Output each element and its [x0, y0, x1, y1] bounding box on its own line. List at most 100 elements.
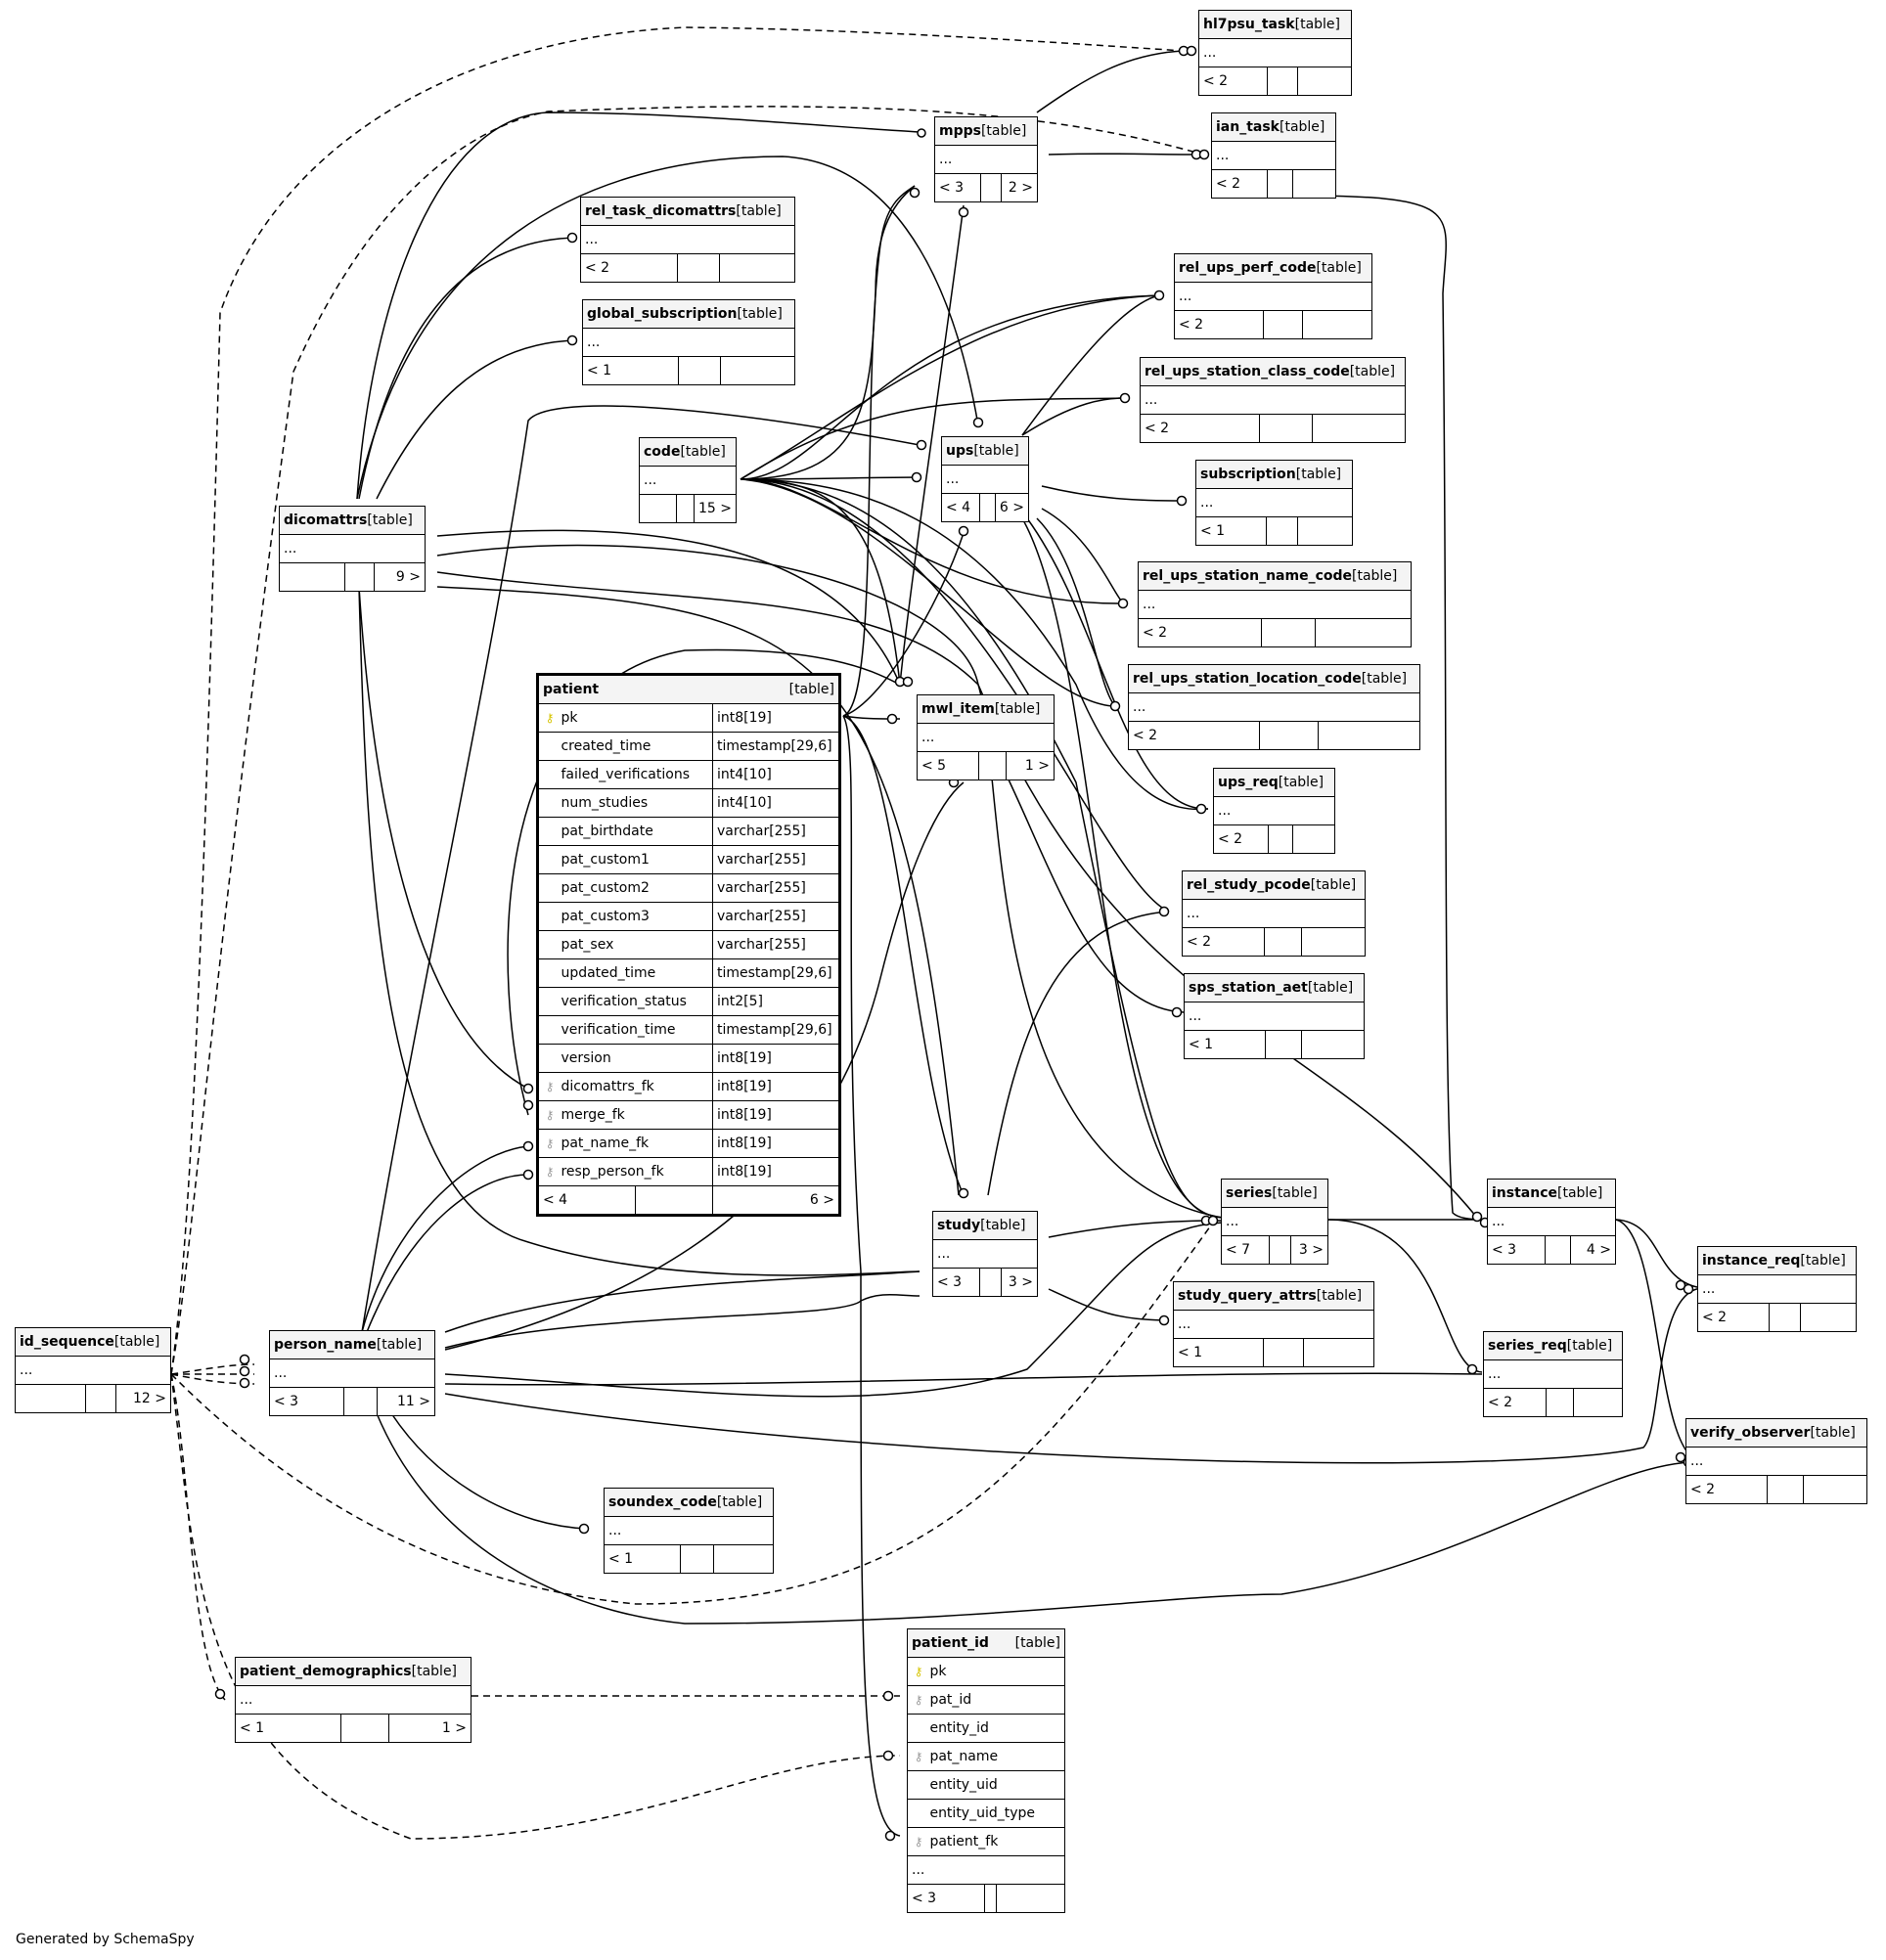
- table-header[interactable]: instance[table]: [1487, 1179, 1616, 1208]
- column-row[interactable]: entity_id: [907, 1714, 1065, 1743]
- table-instance-req[interactable]: instance_req[table]...< 2: [1697, 1246, 1857, 1332]
- table-ian-task[interactable]: ian_task[table]...< 2: [1210, 112, 1337, 199]
- table-header[interactable]: person_name[table]: [269, 1330, 435, 1359]
- table-header[interactable]: rel_ups_station_name_code[table]: [1138, 561, 1412, 591]
- parents-count[interactable]: < 3: [933, 173, 982, 202]
- parents-count[interactable]: < 3: [907, 1884, 985, 1913]
- parents-count[interactable]: < 2: [1127, 721, 1261, 750]
- parents-count[interactable]: < 3: [268, 1387, 345, 1416]
- table-header[interactable]: dicomattrs[table]: [279, 506, 426, 535]
- children-count[interactable]: 6 >: [994, 493, 1030, 522]
- children-count[interactable]: [1291, 824, 1336, 854]
- table-header[interactable]: soundex_code[table]: [604, 1488, 774, 1517]
- children-count[interactable]: 15 >: [694, 494, 737, 523]
- table-header[interactable]: hl7psu_task[table]: [1198, 10, 1352, 39]
- parents-count[interactable]: < 1: [1172, 1338, 1265, 1367]
- table-header[interactable]: rel_study_pcode[table]: [1182, 870, 1366, 900]
- parents-count[interactable]: < 1: [234, 1714, 342, 1743]
- children-count[interactable]: [719, 253, 795, 283]
- parents-count[interactable]: < 1: [582, 356, 679, 385]
- table-ups-req[interactable]: ups_req[table]...< 2: [1213, 768, 1336, 854]
- children-count[interactable]: [1803, 1475, 1867, 1504]
- children-count[interactable]: 6 >: [712, 1185, 840, 1216]
- parents-count[interactable]: < 4: [941, 493, 980, 522]
- parents-count[interactable]: < 7: [1220, 1235, 1271, 1265]
- parents-count[interactable]: [15, 1384, 86, 1413]
- table-header[interactable]: sps_station_aet[table]: [1184, 973, 1365, 1002]
- parents-count[interactable]: < 2: [1483, 1388, 1547, 1417]
- table-header[interactable]: series[table]: [1221, 1179, 1328, 1208]
- table-header[interactable]: study[table]: [932, 1211, 1038, 1240]
- table-rel-ups-station-class-code[interactable]: rel_ups_station_class_code[table]...< 2: [1140, 357, 1406, 443]
- table-header[interactable]: code[table]: [639, 437, 737, 467]
- table-header[interactable]: rel_task_dicomattrs[table]: [580, 197, 795, 226]
- children-count[interactable]: [1800, 1303, 1857, 1332]
- children-count[interactable]: [713, 1544, 774, 1574]
- children-count[interactable]: [1291, 169, 1337, 199]
- table-header[interactable]: instance_req[table]: [1697, 1246, 1857, 1275]
- table-header[interactable]: patient_demographics[table]: [235, 1657, 472, 1686]
- table-rel-task-dicomattrs[interactable]: rel_task_dicomattrs[table]...< 2: [580, 197, 795, 283]
- children-count[interactable]: [1297, 67, 1352, 96]
- children-count[interactable]: [1297, 516, 1353, 546]
- children-count[interactable]: 4 >: [1570, 1235, 1616, 1265]
- parents-count[interactable]: < 2: [1181, 927, 1266, 957]
- children-count[interactable]: 1 >: [1006, 751, 1055, 780]
- children-count[interactable]: 11 >: [376, 1387, 436, 1416]
- table-subscription[interactable]: subscription[table]...< 1: [1195, 460, 1353, 546]
- table-rel-ups-station-name-code[interactable]: rel_ups_station_name_code[table]...< 2: [1138, 561, 1412, 647]
- parents-count[interactable]: < 2: [580, 253, 678, 283]
- table-header[interactable]: global_subscription[table]: [582, 299, 795, 329]
- children-count[interactable]: 1 >: [387, 1714, 472, 1743]
- table-header[interactable]: ian_task[table]: [1211, 112, 1336, 142]
- parents-count[interactable]: < 1: [1195, 516, 1267, 546]
- table-header[interactable]: id_sequence[table]: [15, 1327, 171, 1357]
- children-count[interactable]: [1302, 310, 1372, 339]
- parents-count[interactable]: < 2: [1697, 1303, 1770, 1332]
- table-hl7psu-task[interactable]: hl7psu_task[table]...< 2: [1197, 10, 1352, 96]
- table-header[interactable]: rel_ups_perf_code[table]: [1174, 253, 1372, 283]
- table-header[interactable]: rel_ups_station_class_code[table]: [1140, 357, 1406, 386]
- table-study-query-attrs[interactable]: study_query_attrs[table]...< 1: [1172, 1281, 1374, 1367]
- parents-count[interactable]: < 2: [1210, 169, 1269, 199]
- parents-count[interactable]: < 5: [917, 751, 979, 780]
- children-count[interactable]: [1300, 1030, 1366, 1059]
- parents-count[interactable]: [278, 562, 346, 592]
- parents-count[interactable]: < 4: [537, 1185, 636, 1216]
- table-global-subscription[interactable]: global_subscription[table]...< 1: [582, 299, 795, 385]
- table-header[interactable]: ups_req[table]: [1213, 768, 1335, 797]
- column-row[interactable]: ⚷ pat_id: [907, 1685, 1065, 1715]
- table-dicomattrs[interactable]: dicomattrs[table]...9 >: [278, 506, 427, 592]
- table-soundex-code[interactable]: soundex_code[table]...< 1: [604, 1488, 774, 1574]
- parents-count[interactable]: < 2: [1138, 618, 1262, 647]
- parents-count[interactable]: < 3: [931, 1268, 981, 1297]
- parents-count[interactable]: < 2: [1174, 310, 1264, 339]
- table-header[interactable]: mwl_item[table]: [917, 694, 1055, 724]
- column-row[interactable]: ⚷ pat_name: [907, 1742, 1065, 1771]
- children-count[interactable]: 3 >: [1000, 1268, 1039, 1297]
- table-verify-observer[interactable]: verify_observer[table]...< 2: [1684, 1418, 1867, 1504]
- parents-count[interactable]: < 3: [1487, 1235, 1546, 1265]
- children-count[interactable]: [1315, 618, 1412, 647]
- table-series-req[interactable]: series_req[table]...< 2: [1483, 1331, 1623, 1417]
- parents-count[interactable]: < 2: [1213, 824, 1269, 854]
